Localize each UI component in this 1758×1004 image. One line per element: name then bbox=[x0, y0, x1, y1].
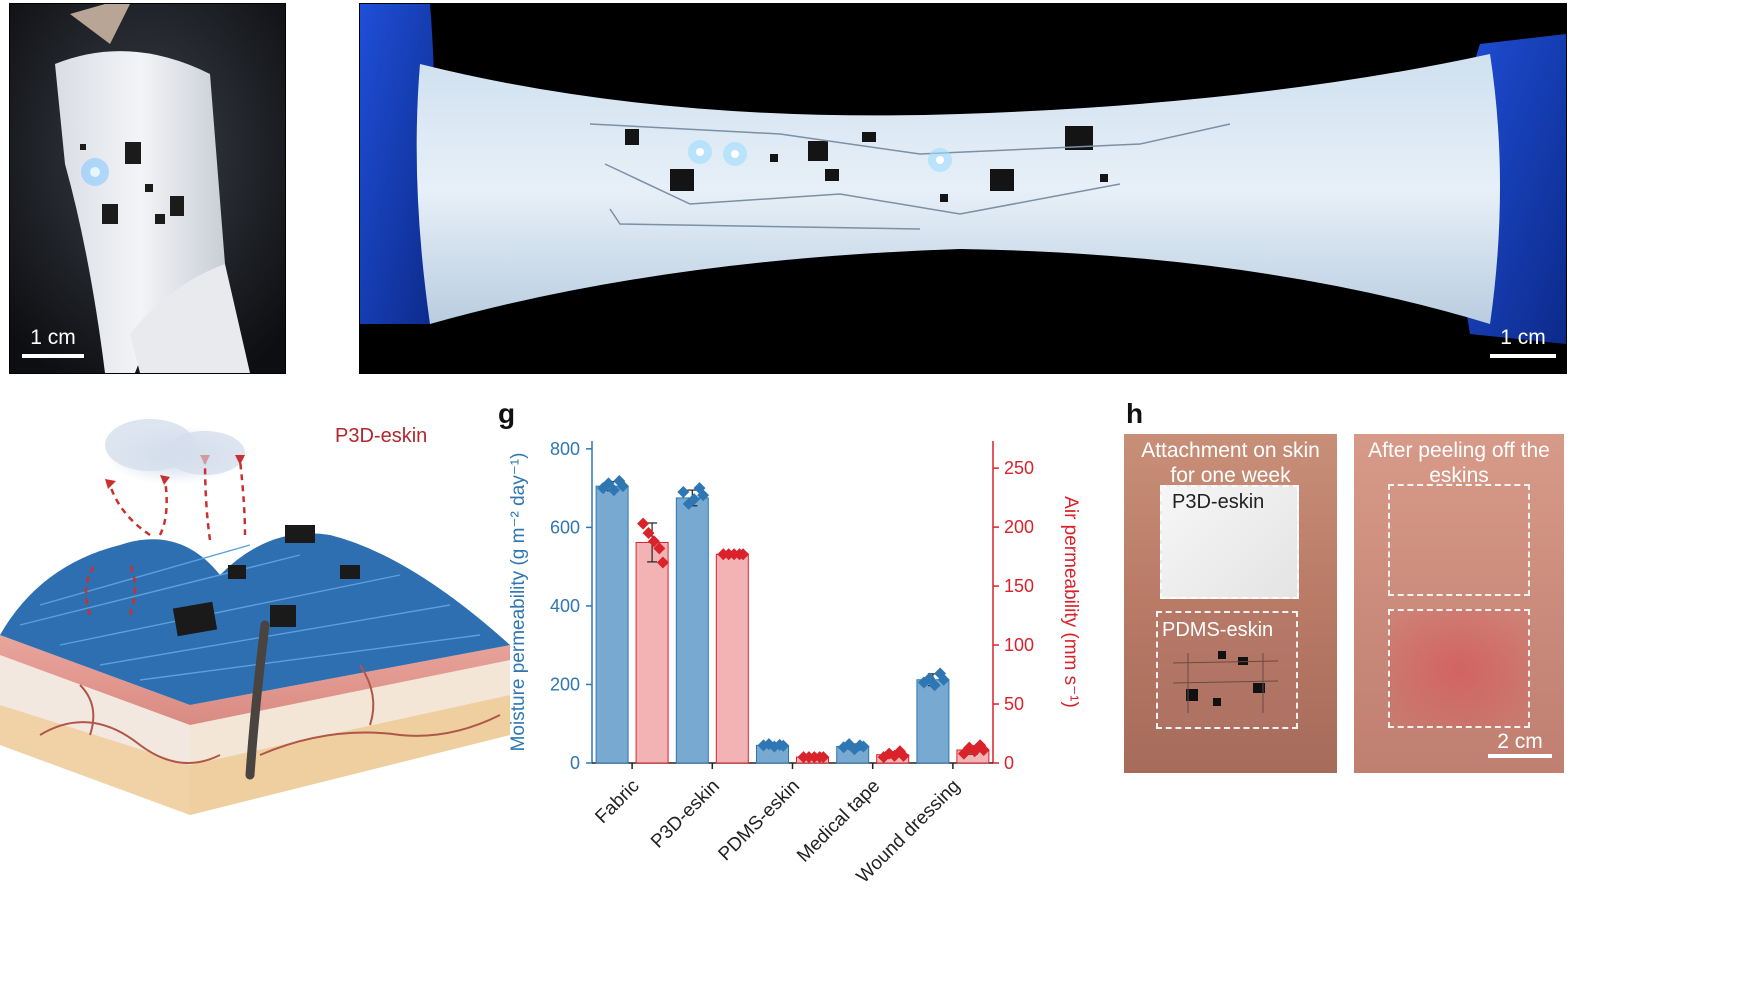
air-point bbox=[977, 744, 990, 757]
air-point bbox=[637, 517, 650, 530]
pdms-circuit-illustration bbox=[1172, 651, 1279, 713]
moisture-bar bbox=[595, 485, 629, 764]
air-bar bbox=[715, 553, 749, 764]
scale-label: 1 cm bbox=[1500, 326, 1546, 349]
moisture-bar bbox=[675, 497, 709, 764]
moisture-point bbox=[857, 740, 870, 753]
panel-letter-g: g bbox=[498, 398, 516, 429]
peeled-region-top bbox=[1388, 484, 1530, 596]
right-tick-label: 200 bbox=[1004, 517, 1034, 537]
photo-stretched-eskin: 1 cm bbox=[359, 3, 1567, 374]
air-point bbox=[957, 747, 970, 760]
p3d-eskin-patch: P3D-eskin bbox=[1160, 485, 1299, 599]
caption-line: for one week bbox=[1170, 464, 1291, 487]
moisture-point bbox=[607, 484, 620, 497]
left-tick-label: 600 bbox=[550, 517, 580, 537]
x-tick-label: PDMS-eskin bbox=[715, 776, 805, 866]
panel-letter-h: h bbox=[1126, 398, 1144, 429]
left-tick-label: 0 bbox=[570, 753, 580, 773]
scale-label: 2 cm bbox=[1497, 730, 1543, 753]
left-photo-caption: Attachment on skin for one week bbox=[1124, 438, 1337, 488]
p3d-eskin-label: P3D-eskin bbox=[1172, 491, 1265, 513]
x-tick-label: Fabric bbox=[591, 776, 643, 828]
rolled-eskin-illustration bbox=[10, 4, 285, 373]
air-point bbox=[897, 749, 910, 762]
right-tick-label: 250 bbox=[1004, 458, 1034, 478]
permeability-bar-chart: 0 200 400 600 800 0 50 100 150 200 250 Moisture per… bbox=[508, 439, 1081, 888]
moisture-point bbox=[917, 676, 930, 689]
scale-label: 1 cm bbox=[30, 326, 76, 349]
schematic-title: P3D-eskin bbox=[335, 425, 428, 447]
air-point bbox=[656, 556, 669, 569]
air-point bbox=[653, 542, 666, 555]
right-tick-label: 150 bbox=[1004, 576, 1034, 596]
photo-rolled-eskin: 1 cm bbox=[9, 3, 286, 374]
skin-schematic-panel: P3D-eskin bbox=[0, 405, 520, 925]
caption-line: After peeling off the bbox=[1368, 439, 1550, 462]
moisture-point bbox=[697, 489, 710, 502]
moisture-point bbox=[928, 679, 941, 692]
air-point bbox=[647, 535, 660, 548]
scale-bar bbox=[1488, 754, 1552, 758]
pdms-eskin-label: PDMS-eskin bbox=[1162, 619, 1274, 641]
scale-bar bbox=[22, 354, 84, 358]
photo-skin-peeled: After peeling off the eskins 2 cm bbox=[1354, 434, 1564, 773]
moisture-bar bbox=[916, 679, 950, 764]
x-tick-label: Medical tape bbox=[793, 776, 884, 867]
moisture-point bbox=[757, 739, 770, 752]
scale-bar bbox=[1490, 354, 1556, 358]
peeled-region-bottom bbox=[1388, 609, 1530, 728]
moisture-point bbox=[602, 477, 615, 490]
caption-line: Attachment on skin bbox=[1141, 439, 1320, 462]
left-tick-label: 800 bbox=[550, 439, 580, 459]
left-tick-label: 400 bbox=[550, 596, 580, 616]
air-point bbox=[737, 548, 750, 561]
moisture-point bbox=[677, 486, 690, 499]
moisture-point bbox=[937, 673, 950, 686]
right-photo-caption: After peeling off the eskins bbox=[1354, 438, 1564, 488]
moisture-point bbox=[688, 493, 701, 506]
air-point bbox=[817, 751, 830, 764]
moisture-point bbox=[762, 738, 775, 751]
stretched-eskin-illustration bbox=[360, 4, 1566, 373]
right-tick-label: 0 bbox=[1004, 753, 1014, 773]
photo-skin-attached: Attachment on skin for one week P3D-eski… bbox=[1124, 434, 1337, 773]
air-bar bbox=[635, 541, 669, 764]
right-axis-title: Air permeability (mm s⁻¹) bbox=[1060, 496, 1081, 708]
moisture-point bbox=[616, 480, 629, 493]
caption-line: eskins bbox=[1429, 464, 1489, 487]
skin-schematic-illustration bbox=[0, 419, 510, 815]
moisture-point bbox=[923, 672, 936, 685]
pdms-eskin-patch: PDMS-eskin bbox=[1156, 611, 1298, 729]
right-tick-label: 100 bbox=[1004, 635, 1034, 655]
left-axis-title: Moisture permeability (g m⁻² day⁻¹) bbox=[508, 453, 529, 752]
air-point bbox=[877, 751, 890, 764]
right-tick-label: 50 bbox=[1004, 694, 1024, 714]
moisture-point bbox=[777, 739, 790, 752]
air-point bbox=[642, 527, 655, 539]
air-point bbox=[893, 745, 906, 758]
x-tick-label: P3D-eskin bbox=[647, 776, 724, 853]
left-tick-label: 200 bbox=[550, 674, 580, 694]
